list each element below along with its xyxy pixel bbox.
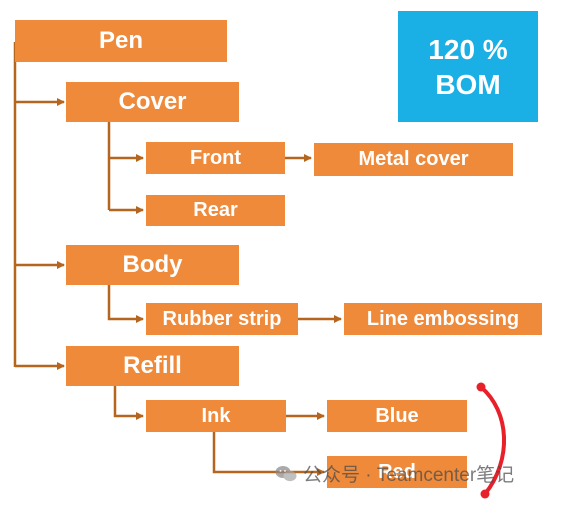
node-line-embossing: Line embossing xyxy=(344,303,542,335)
node-cover: Cover xyxy=(66,82,239,122)
node-refill: Refill xyxy=(66,346,239,386)
node-ink: Ink xyxy=(146,400,286,432)
red-bracket-dot-bottom xyxy=(480,489,490,499)
connector-refill-ink xyxy=(113,386,144,420)
badge-label: BOM xyxy=(435,68,501,100)
wechat-icon xyxy=(275,465,297,481)
node-rubber-strip: Rubber strip xyxy=(146,303,298,335)
node-blue: Blue xyxy=(327,400,467,432)
badge-percent: 120 % xyxy=(428,33,508,65)
node-rear: Rear xyxy=(146,195,285,226)
node-red: Red xyxy=(327,456,467,488)
red-bracket-dot-top xyxy=(476,382,486,392)
node-pen: Pen xyxy=(15,20,227,62)
node-front: Front xyxy=(146,142,285,174)
watermark: 公众号 · Teamcenter笔记 xyxy=(275,460,514,487)
node-body: Body xyxy=(66,245,239,285)
connector-body-rubber xyxy=(107,285,144,323)
node-metal-cover: Metal cover xyxy=(314,143,513,176)
watermark-text: 公众号 · Teamcenter笔记 xyxy=(303,465,515,486)
red-bracket xyxy=(479,385,506,496)
bom-badge: 120 % BOM xyxy=(398,11,538,122)
